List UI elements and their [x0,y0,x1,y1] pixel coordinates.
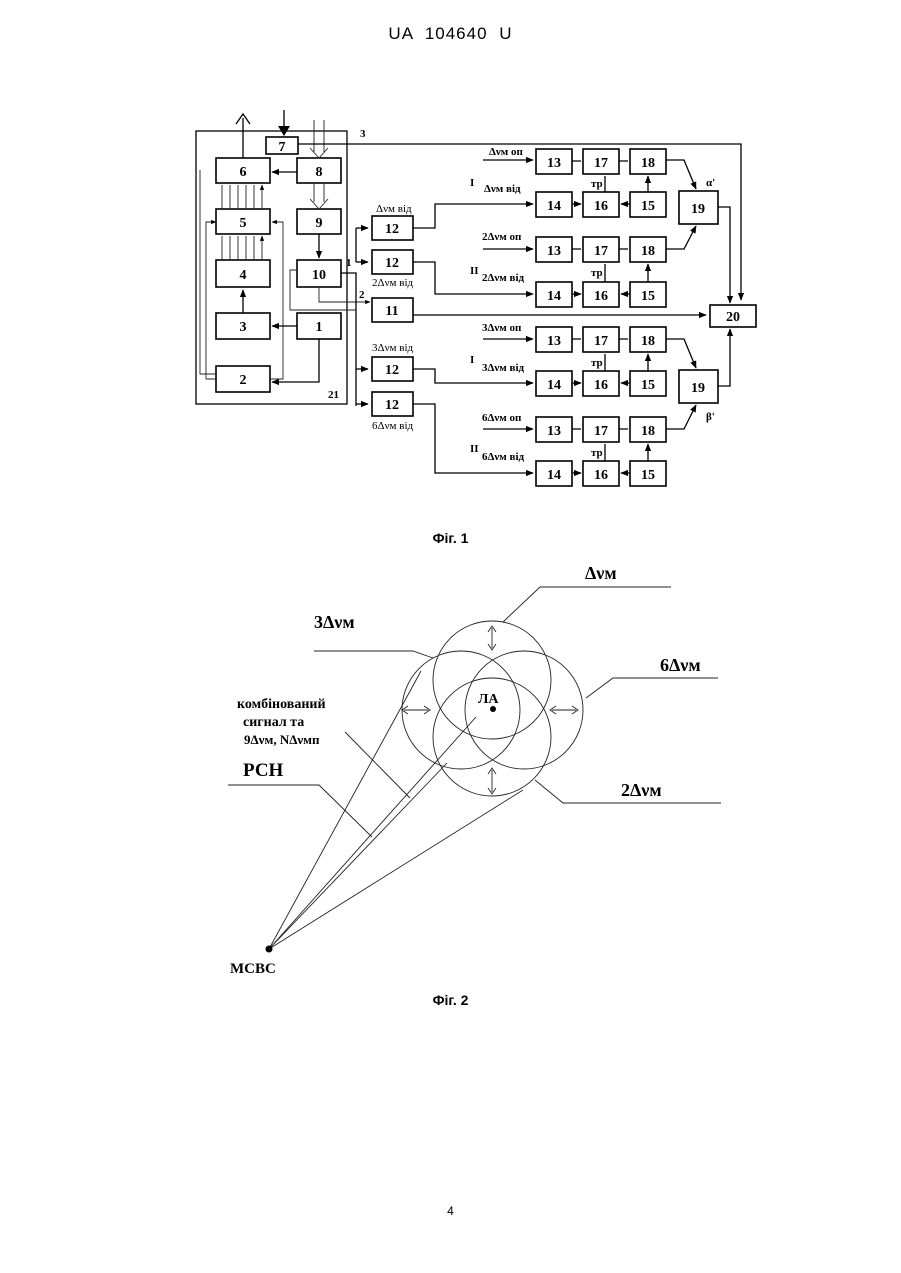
svg-text:Δνм оп: Δνм оп [489,146,524,158]
channel-group-2: 13 17 18 14 16 15 тр 2Δνм оп II 2Δνм від [470,231,666,307]
block-5-label: 5 [240,216,247,231]
svg-text:I: I [470,177,474,189]
label-combined-2: сигнал та [243,715,304,730]
label-msvs: МСВС [230,961,276,977]
svg-text:16: 16 [594,378,608,393]
svg-text:18: 18 [641,334,655,349]
svg-text:13: 13 [547,334,561,349]
label-6dv-vid-12d: 6Δνм від [372,420,414,432]
svg-text:I: I [470,354,474,366]
block-12-b-label: 12 [385,256,399,271]
svg-text:15: 15 [641,378,655,393]
svg-text:19: 19 [691,381,705,396]
svg-text:18: 18 [641,244,655,259]
svg-text:II: II [470,265,479,277]
figure-2-caption: Фіг. 2 [0,992,901,1008]
svg-text:17: 17 [594,334,608,349]
svg-text:17: 17 [594,244,608,259]
svg-text:13: 13 [547,156,561,171]
svg-text:6Δνм оп: 6Δνм оп [482,412,522,424]
channel-group-1: 13 17 18 14 16 15 тр Δνм оп I Δνм від [470,146,666,217]
label-combined-3: 9Δνм, NΔνмп [244,732,320,747]
block-12-d-label: 12 [385,398,399,413]
block-2-label: 2 [240,373,247,388]
svg-text:6Δνм від: 6Δνм від [482,451,525,463]
svg-text:14: 14 [547,378,561,393]
svg-text:16: 16 [594,468,608,483]
svg-text:14: 14 [547,289,561,304]
block-12-c-label: 12 [385,363,399,378]
svg-text:Δνм від: Δνм від [484,183,521,195]
label-dv-vid-12a: Δνм від [376,203,412,215]
svg-text:15: 15 [641,289,655,304]
label-2dv-vid-12b: 2Δνм від [372,277,414,289]
label-3dv-vid-12c: 3Δνм від [372,342,414,354]
svg-text:II: II [470,443,479,455]
svg-text:14: 14 [547,199,561,214]
block-20-label: 20 [726,310,740,325]
svg-text:15: 15 [641,199,655,214]
label-2: 2 [359,289,365,301]
svg-text:2Δνм оп: 2Δνм оп [482,231,522,243]
block-10-label: 10 [312,268,326,283]
label-1: 1 [346,257,352,269]
svg-text:тр: тр [591,267,603,279]
block-8-label: 8 [316,165,323,180]
label-rsn: РСН [243,760,284,781]
figure-1-caption: Фіг. 1 [0,530,901,546]
svg-text:тр: тр [591,447,603,459]
svg-text:2Δνм від: 2Δνм від [482,272,525,284]
svg-text:17: 17 [594,424,608,439]
svg-text:15: 15 [641,468,655,483]
label-dv: Δνм [585,563,617,583]
label-21: 21 [328,389,339,401]
block-12-a-label: 12 [385,222,399,237]
svg-text:18: 18 [641,156,655,171]
svg-text:19: 19 [691,202,705,217]
svg-text:16: 16 [594,289,608,304]
block-3-label: 3 [240,320,247,335]
svg-text:18: 18 [641,424,655,439]
svg-text:тр: тр [591,178,603,190]
label-2dv: 2Δνм [621,780,662,800]
block-9-label: 9 [316,216,323,231]
svg-text:17: 17 [594,156,608,171]
svg-text:14: 14 [547,468,561,483]
label-beta: β' [706,411,715,423]
svg-text:3Δνм оп: 3Δνм оп [482,322,522,334]
block-1-label: 1 [316,320,323,335]
block-7-label: 7 [279,140,286,155]
block-6-label: 6 [240,165,247,180]
label-alpha: α' [706,177,715,189]
page-number: 4 [0,1204,901,1218]
label-3: 3 [360,128,366,140]
label-6dv: 6Δνм [660,655,701,675]
figure-2-diagram [228,587,721,953]
svg-text:3Δνм від: 3Δνм від [482,362,525,374]
svg-text:16: 16 [594,199,608,214]
block-11-label: 11 [385,304,398,319]
block-4-label: 4 [240,268,247,283]
label-combined-1: комбінований [237,697,326,712]
svg-text:13: 13 [547,244,561,259]
label-la: ЛА [478,692,499,707]
label-3dv: 3Δνм [314,612,355,632]
channel-group-4: 13 17 18 14 16 15 тр 6Δνм оп II 6Δνм від [470,412,666,486]
svg-text:тр: тр [591,357,603,369]
svg-text:13: 13 [547,424,561,439]
channel-group-3: 13 17 18 14 16 15 тр 3Δνм оп I 3Δνм від [470,322,666,396]
